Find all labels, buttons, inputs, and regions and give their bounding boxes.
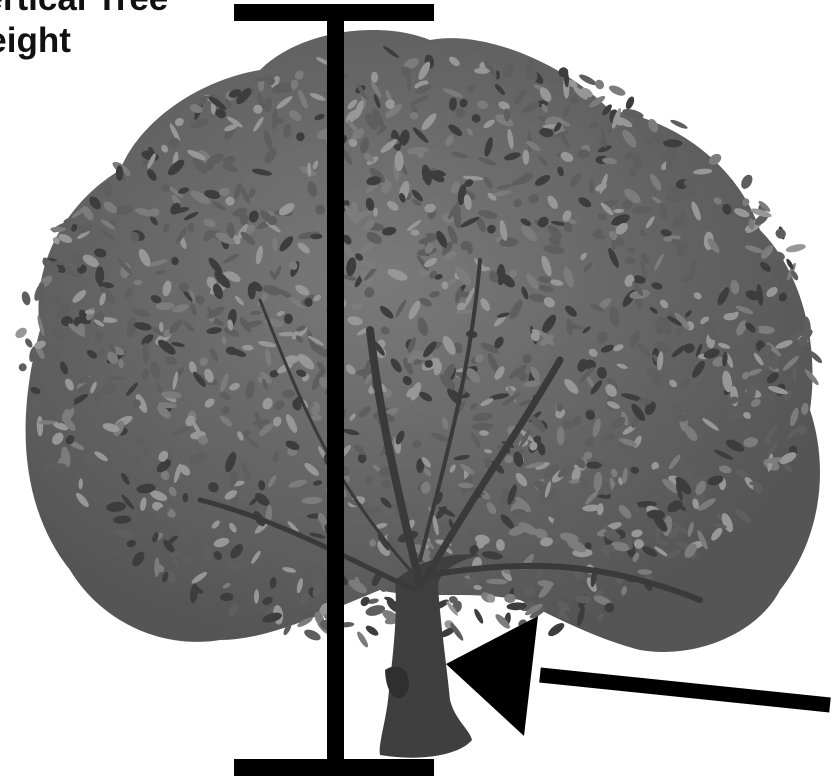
leaf <box>608 83 627 97</box>
leaf <box>13 326 28 341</box>
leaf <box>785 243 806 254</box>
leaf <box>364 624 380 638</box>
arrow-shaft <box>540 675 830 705</box>
leaf <box>364 603 386 617</box>
leaf <box>20 290 32 306</box>
leaf <box>624 95 636 110</box>
tree-illustration <box>13 30 823 758</box>
leaf <box>593 78 606 91</box>
leaf <box>774 227 788 241</box>
leaf <box>18 363 27 372</box>
leaf <box>355 630 370 649</box>
leaf <box>578 73 598 87</box>
leaf <box>418 270 432 276</box>
leaf <box>282 390 295 399</box>
leaf <box>143 343 149 365</box>
leaf <box>371 72 378 83</box>
leaf <box>395 151 404 171</box>
leaf <box>473 608 485 625</box>
leaf <box>108 376 127 380</box>
leaf <box>284 314 293 324</box>
leaf <box>50 227 66 232</box>
leaf <box>116 165 123 181</box>
leaf <box>632 206 653 214</box>
measure-bottom-cap <box>234 759 434 776</box>
leaf <box>182 556 191 562</box>
leaf <box>739 173 755 191</box>
leaf <box>38 420 55 424</box>
leaf <box>303 627 323 642</box>
leaf <box>669 118 688 130</box>
leaf <box>24 337 34 349</box>
measure-vertical-line <box>327 4 344 774</box>
leaf <box>663 139 682 147</box>
leaf <box>546 621 566 639</box>
